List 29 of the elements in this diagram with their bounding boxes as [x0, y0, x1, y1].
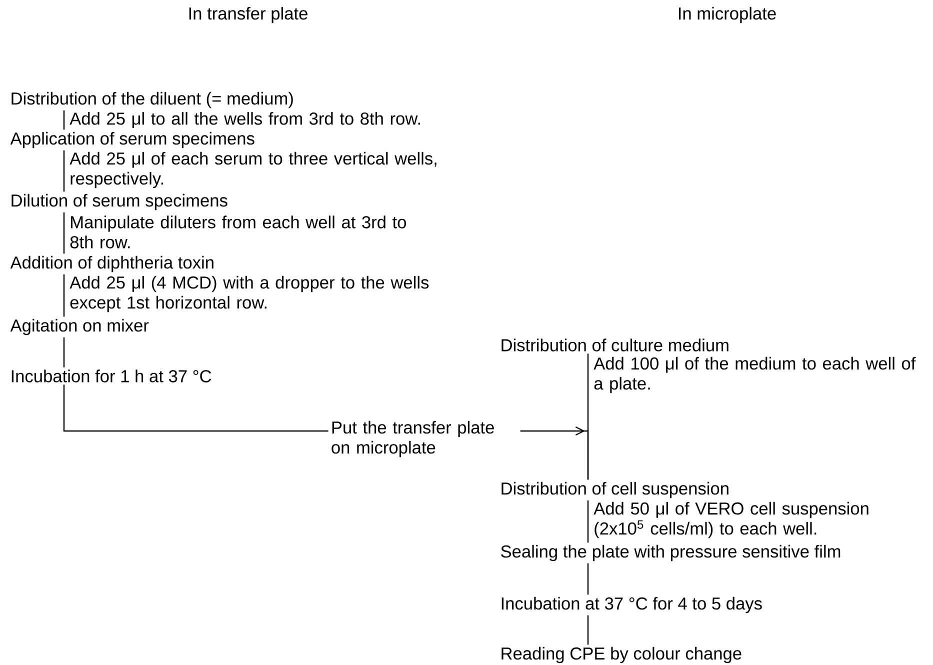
- step-description: Manipulate diluters from each well at 3rd to 8th row.: [70, 216, 406, 248]
- step-label: Dilution of serum specimens: [12, 194, 228, 210]
- connector-line: [587, 615, 589, 645]
- connector-line: [63, 337, 65, 368]
- step-description: Add 25 μl to all the wells from 3rd to 8th row.: [70, 112, 420, 128]
- step-label: Application of serum specimens: [10, 132, 254, 148]
- step-description: Add 25 μl of each serum to three vertical wells, respectively.: [70, 152, 436, 188]
- connector-line: [63, 274, 65, 317]
- column-heading: In transfer plate: [189, 6, 308, 24]
- connector-line: [587, 563, 589, 595]
- connector-line: [63, 150, 65, 192]
- step-label: Incubation at 37 °C for 4 to 5 days: [502, 596, 762, 614]
- connector-line: [63, 110, 65, 130]
- step-label: Distribution of culture medium: [502, 338, 728, 352]
- connector-line: [587, 500, 589, 543]
- step-description: Add 50 μl of VERO cell suspension (2x10$^{5}$ cells/ml) to each well.: [594, 502, 868, 538]
- step-description: Add 100 μl of the medium to each well of a plate.: [594, 356, 916, 394]
- step-label: Agitation on mixer: [10, 318, 149, 336]
- step-label: Distribution of the diluent (= medium): [12, 92, 293, 108]
- edge-label: Put the transfer plate on microplate: [332, 420, 494, 458]
- column-heading: In microplate: [679, 6, 776, 24]
- connector-line: [587, 354, 589, 480]
- step-description: Add 25 μl (4 MCD) with a dropper to the wells except 1st horizontal row.: [70, 276, 429, 312]
- connector-line: [63, 212, 65, 254]
- step-label: Reading CPE by colour change: [502, 646, 742, 664]
- step-label: Addition of diphtheria toxin: [10, 256, 214, 272]
- step-label: Sealing the plate with pressure sensitive film: [501, 544, 840, 562]
- step-label: Incubation for 1 h at 37 °C: [12, 370, 212, 382]
- step-label: Distribution of cell suspension: [502, 482, 728, 498]
